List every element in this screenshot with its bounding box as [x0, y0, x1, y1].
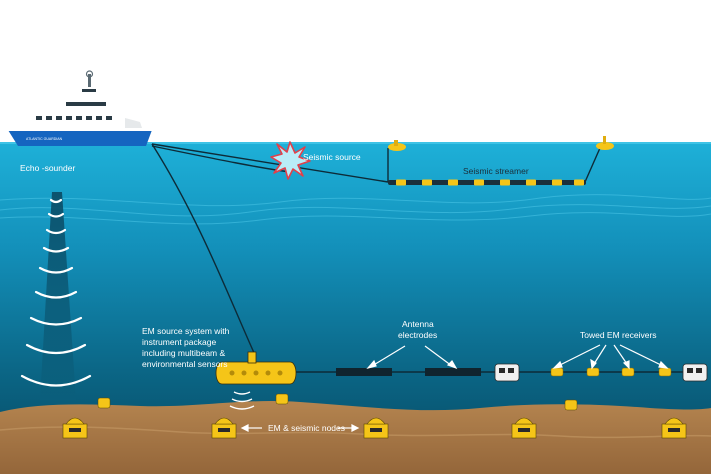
seismic-streamer-label: Seismic streamer: [463, 166, 529, 176]
seismic-streamer: [388, 179, 586, 186]
seabed-ridge: [0, 426, 711, 439]
antenna-label-1: Antenna: [402, 319, 434, 329]
echo-sounder-label: Echo -sounder: [20, 163, 75, 173]
em-source-vehicle: [215, 351, 297, 410]
streamer-buoy-tail: [596, 136, 614, 150]
ship-hull-text: ATLANTIC GUARDIAN: [26, 137, 63, 141]
seismic-source-label: Seismic source: [303, 152, 361, 162]
em-source-label-3: including multibeam &: [142, 348, 225, 358]
sea-background: [0, 143, 711, 443]
starburst-icon: [270, 141, 311, 180]
streamer-buoy-front: [388, 140, 406, 151]
water-swell-lines: [0, 194, 711, 225]
antenna-arrows: [366, 345, 458, 370]
em-source-label-2: instrument package: [142, 337, 216, 347]
antenna-label-2: electrodes: [398, 330, 437, 340]
research-vessel-icon: ATLANTIC GUARDIAN: [8, 70, 152, 146]
seabed: [0, 401, 711, 474]
em-receiver-icon: [494, 363, 708, 382]
em-source-label-1: EM source system with: [142, 326, 230, 336]
receiver-arrows: [552, 344, 669, 370]
echo-sounder-beam: [20, 192, 92, 400]
nodes-arrows: [240, 424, 360, 432]
em-seismic-nodes-label: EM & seismic nodes: [268, 423, 345, 433]
seabed-node-icon: [62, 393, 687, 439]
towed-em-receivers-label: Towed EM receivers: [580, 330, 657, 340]
em-source-label-4: environmental sensors: [142, 359, 228, 369]
